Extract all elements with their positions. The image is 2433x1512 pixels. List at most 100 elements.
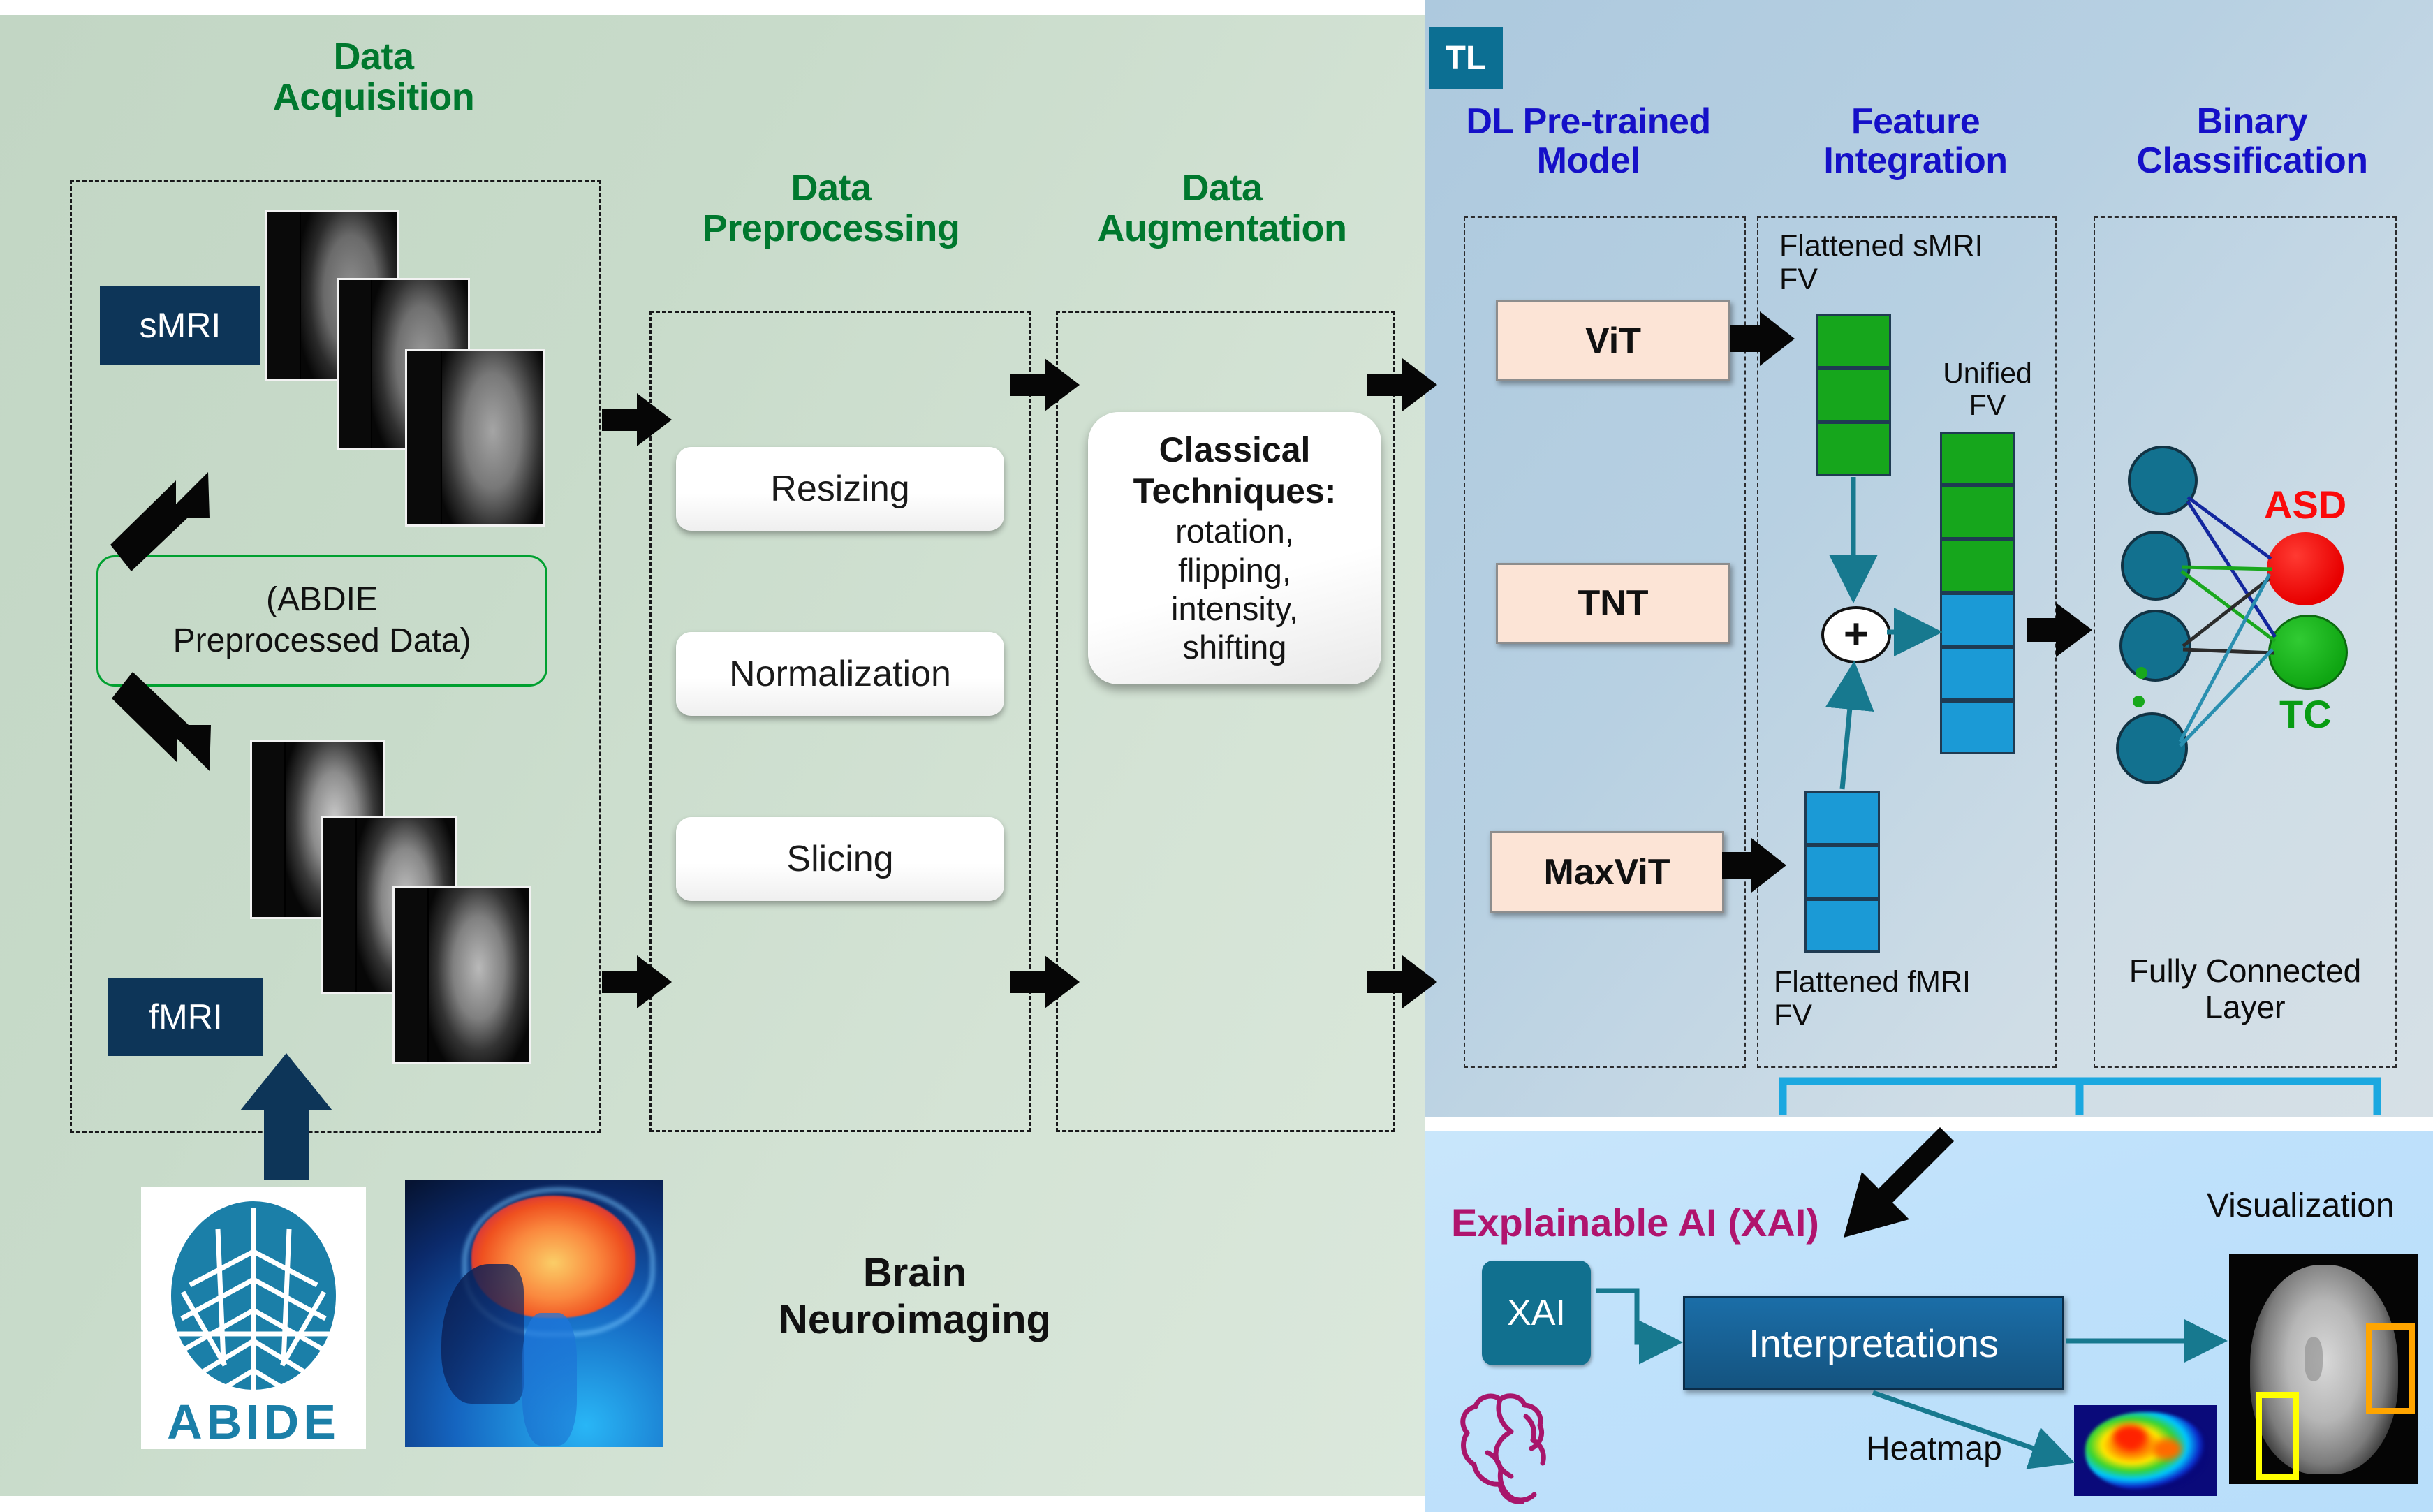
tl-badge-label: TL — [1445, 39, 1487, 77]
tl-col2-line1: Feature — [1851, 101, 1980, 142]
brain-caption-line2: Neuroimaging — [779, 1296, 1051, 1342]
stage-title-line1: Data — [333, 36, 414, 78]
fmri-slice-3 — [392, 886, 531, 1064]
unified-fv-line2: FV — [1969, 388, 2006, 421]
stage-title-line2: Acquisition — [272, 76, 475, 119]
plus-symbol: + — [1843, 610, 1869, 659]
visualization-label: Visualization — [2207, 1187, 2395, 1224]
interpretations-box: Interpretations — [1683, 1296, 2064, 1390]
augmentation-item: intensity, — [1171, 590, 1298, 627]
fmri-badge: fMRI — [108, 978, 263, 1056]
stage2-title-line2: Preprocessing — [702, 207, 960, 250]
interpretations-label: Interpretations — [1749, 1321, 1999, 1365]
preprocessing-step-label: Normalization — [729, 654, 951, 694]
fmri-fv-line2: FV — [1774, 999, 1812, 1033]
brain-neuroimaging-caption: Brain Neuroimaging — [698, 1250, 1131, 1343]
fv-cell — [1940, 539, 2015, 593]
augmentation-techniques-card: Classical Techniques: rotation, flipping… — [1088, 412, 1381, 684]
fully-connected-layer-label: Fully Connected Layer — [2102, 953, 2388, 1025]
fv-cell — [1940, 700, 2015, 754]
stage2-title-line1: Data — [791, 167, 872, 209]
preprocessing-step-normalization: Normalization — [676, 632, 1004, 716]
fv-cell — [1804, 845, 1880, 899]
fc-label-line1: Fully Connected — [2129, 953, 2362, 989]
output-node-tc — [2268, 615, 2348, 690]
fv-cell — [1816, 368, 1891, 422]
fv-cell — [1940, 432, 2015, 485]
model-label: ViT — [1585, 321, 1641, 361]
augmentation-heading-line1: Classical — [1159, 430, 1311, 470]
abide-tree-icon: ABIDE — [167, 1201, 340, 1449]
hidden-node — [2119, 610, 2191, 682]
dl-model-box — [1464, 216, 1746, 1068]
tl-badge: TL — [1429, 27, 1503, 89]
fv-cell — [1816, 314, 1891, 368]
tl-col1-line2: Model — [1536, 140, 1640, 182]
fmri-badge-label: fMRI — [149, 997, 223, 1036]
tl-col2-line2: Integration — [1823, 140, 2008, 182]
abide-preprocessed-note: (ABDIE Preprocessed Data) — [96, 555, 547, 687]
highlight-box-yellow — [2256, 1392, 2299, 1480]
stage3-title-line1: Data — [1182, 167, 1263, 209]
model-label: TNT — [1578, 583, 1649, 624]
preprocessing-step-label: Slicing — [786, 839, 894, 879]
heatmap-image — [2074, 1405, 2217, 1496]
stage3-title-line2: Augmentation — [1097, 207, 1347, 250]
brain-caption-line1: Brain — [862, 1250, 967, 1296]
fv-cell — [1804, 791, 1880, 845]
tl-column-title-feature-integration: Feature Integration — [1765, 102, 2066, 180]
data-augmentation-box — [1056, 311, 1395, 1132]
fv-cell — [1940, 593, 2015, 647]
output-label-asd: ASD — [2264, 483, 2347, 527]
brain-outline-icon — [1460, 1393, 1546, 1504]
output-node-asd — [2267, 532, 2344, 605]
flattened-fmri-fv-label: Flattened fMRI FV — [1774, 965, 2011, 1032]
fv-cell — [1804, 899, 1880, 953]
augmentation-heading-line2: Techniques: — [1133, 471, 1337, 511]
model-box-maxvit: MaxViT — [1490, 831, 1724, 913]
fv-cell — [1940, 647, 2015, 700]
model-box-tnt: TNT — [1496, 563, 1730, 644]
preprocessing-step-label: Resizing — [770, 469, 910, 509]
preprocessing-step-resizing: Resizing — [676, 447, 1004, 531]
data-acquisition-box — [70, 180, 601, 1133]
xai-chip: XAI — [1482, 1261, 1591, 1365]
concat-operator-node: + — [1821, 606, 1891, 663]
smri-badge-label: sMRI — [139, 306, 221, 345]
fv-cell — [1816, 422, 1891, 476]
augmentation-item: shifting — [1182, 629, 1287, 666]
binary-classification-box — [2094, 216, 2397, 1068]
ellipsis-dot — [2133, 696, 2145, 707]
visualization-image — [2229, 1254, 2418, 1484]
smri-slice-3 — [405, 349, 545, 527]
stage-title-data-augmentation: Data Augmentation — [1034, 168, 1411, 249]
abide-note-line1: (ABDIE — [265, 581, 378, 619]
brain-head-image — [405, 1180, 663, 1447]
abide-logo-wordmark: ABIDE — [167, 1395, 340, 1449]
preprocessing-step-slicing: Slicing — [676, 817, 1004, 901]
model-box-vit: ViT — [1496, 300, 1730, 381]
smri-fv-line1: Flattened sMRI — [1779, 229, 1983, 263]
tl-col1-line1: DL Pre-trained — [1466, 101, 1711, 142]
hidden-node — [2128, 446, 2198, 515]
output-label-tc: TC — [2279, 692, 2332, 736]
xai-panel-title: Explainable AI (XAI) — [1451, 1201, 1819, 1245]
xai-chip-label: XAI — [1507, 1293, 1566, 1333]
smri-badge: sMRI — [100, 286, 260, 365]
highlight-box-orange — [2366, 1323, 2415, 1414]
heatmap-label: Heatmap — [1866, 1430, 2002, 1467]
tl-col3-line2: Classification — [2136, 140, 2368, 182]
tl-column-title-binary-classification: Binary Classification — [2081, 102, 2423, 180]
stage-title-data-acquisition: Data Acquisition — [227, 36, 520, 118]
augmentation-item: rotation, — [1175, 513, 1294, 550]
abide-note-line2: Preprocessed Data) — [172, 622, 471, 659]
data-preprocessing-box — [649, 311, 1031, 1132]
abide-logo: ABIDE — [141, 1187, 366, 1449]
augmentation-item: flipping, — [1178, 551, 1291, 589]
ellipsis-dot — [2136, 667, 2147, 679]
fv-cell — [1940, 485, 2015, 539]
tl-col3-line1: Binary — [2196, 101, 2308, 142]
unified-fv-label: Unified FV — [1918, 357, 2057, 422]
fmri-fv-line1: Flattened fMRI — [1774, 965, 1971, 999]
